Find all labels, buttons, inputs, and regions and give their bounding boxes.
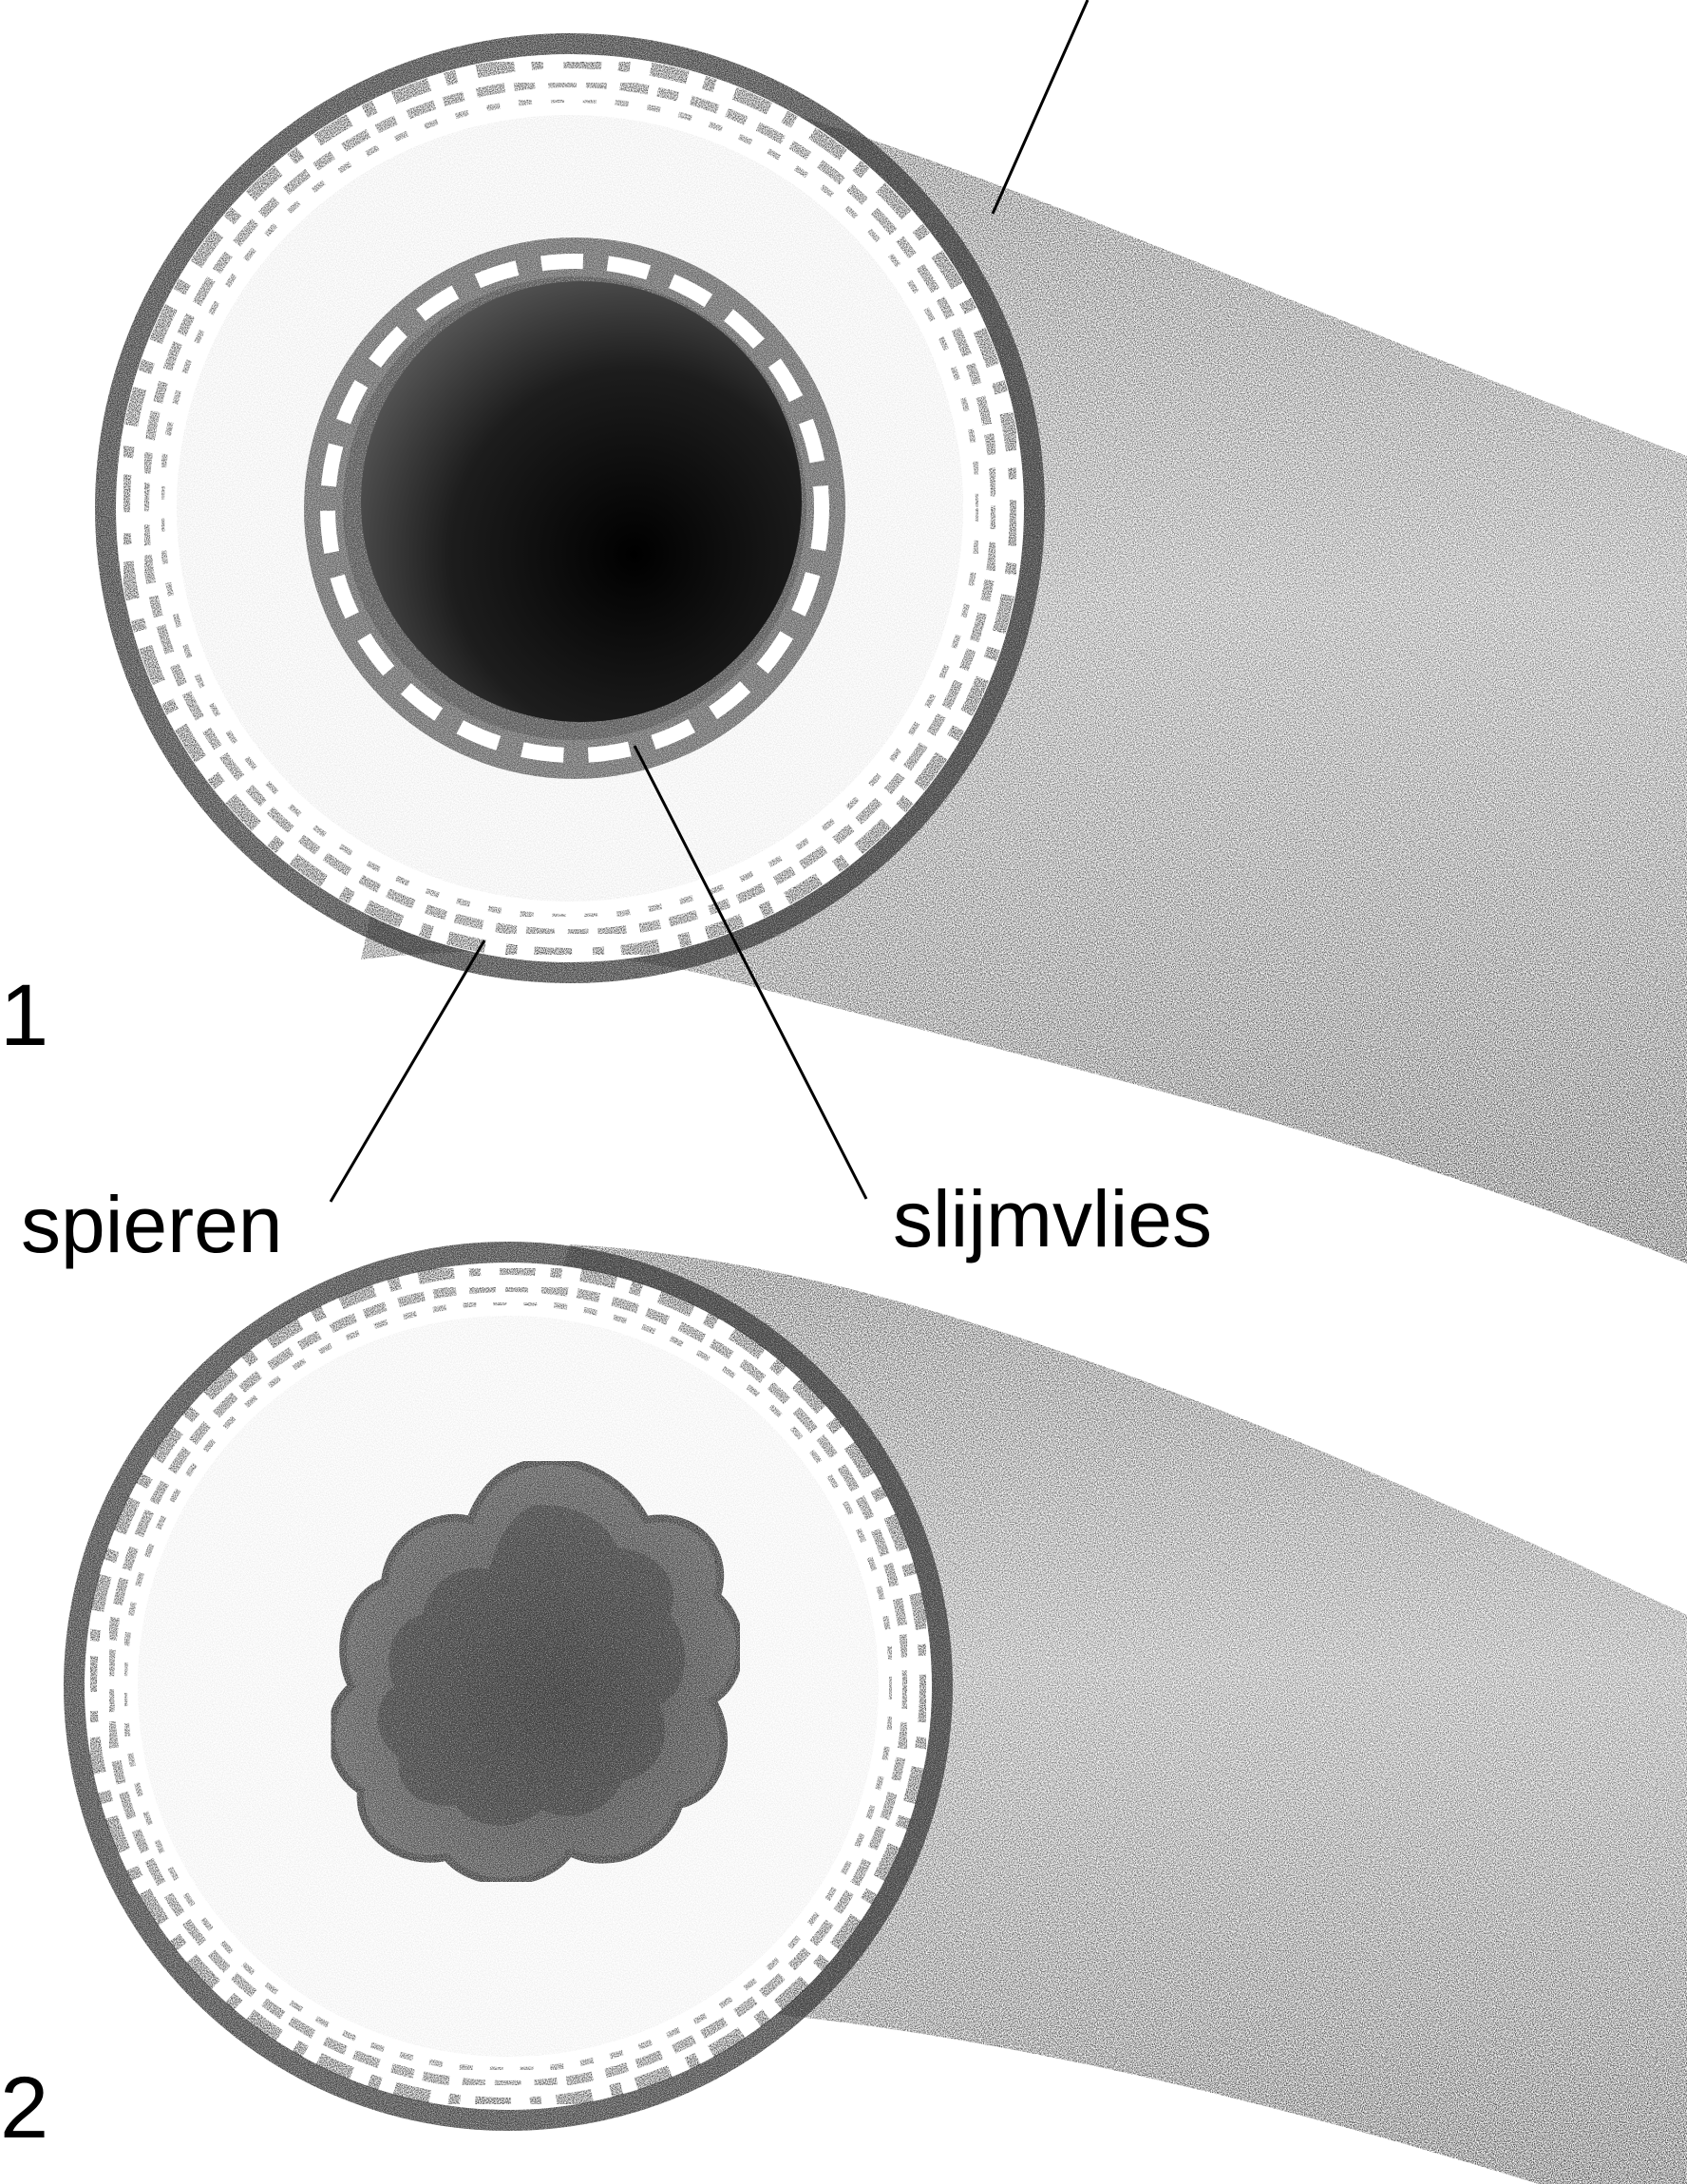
- figure-number-1: 1: [0, 967, 48, 1064]
- airway-open-illustration: [95, 33, 1687, 1263]
- figure-number-2: 2: [0, 2060, 48, 2156]
- airway-constricted-illustration: [64, 1242, 1687, 2184]
- mucosa-label: slijmvlies: [893, 1174, 1212, 1263]
- muscles-label: spieren: [21, 1180, 283, 1269]
- leader-line-top: [993, 0, 1088, 214]
- leader-line-muscles: [331, 940, 484, 1202]
- airway-open-lumen: [361, 281, 802, 722]
